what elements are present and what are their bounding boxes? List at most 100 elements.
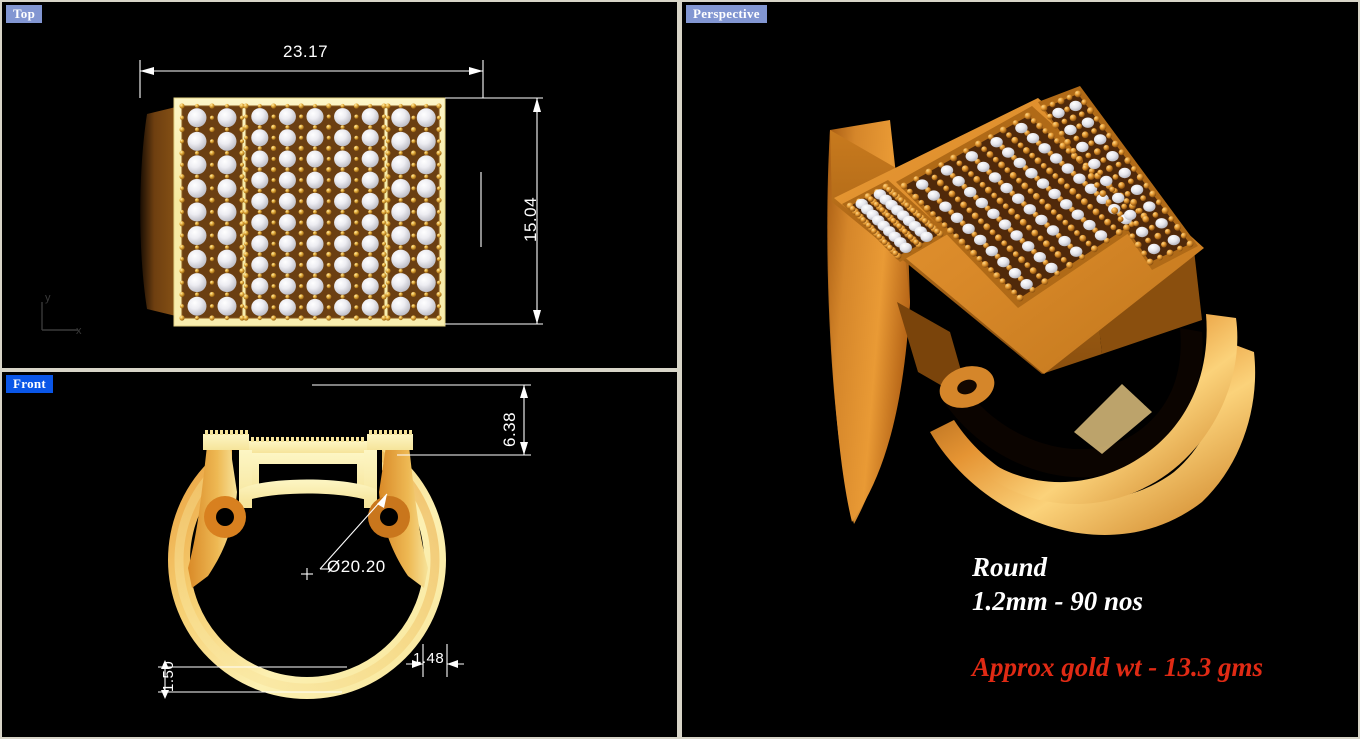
prong-bead [179,103,185,109]
prong-bead [326,284,331,289]
prong-bead [326,294,332,300]
prong-bead [1109,186,1116,193]
pave-stone [251,256,269,274]
pave-stone [361,150,379,168]
prong-bead [381,156,387,162]
prong-bead [1067,243,1074,250]
prong-tip [205,430,208,435]
prong-bead [239,197,245,203]
pave-stone [1118,167,1131,179]
prong-bead [257,103,262,109]
prong-bead [381,241,387,246]
prong-bead [1177,245,1183,252]
pave-stone [952,176,965,187]
viewport-label-top[interactable]: Top [6,5,43,23]
pave-stone [1135,226,1149,238]
pave-stone [334,192,352,210]
prong-bead [849,205,856,212]
pave-stone [1048,188,1061,200]
prong-bead [271,124,277,130]
prong-bead [999,278,1006,285]
prong-bead [1037,235,1044,242]
prong-bead [285,294,290,299]
prong-bead [961,183,968,190]
prong-bead [925,168,933,176]
prong-bead [971,231,978,238]
prong-bead [996,216,1003,223]
viewport-label-perspective[interactable]: Perspective [686,5,767,23]
prong-bead [239,174,245,180]
prong-bead [1052,173,1059,179]
prong-bead [209,233,215,238]
prong-tip [384,430,387,435]
prong-bead [867,196,874,203]
pave-stone [217,296,237,316]
prong-bead [285,125,290,130]
prong-bead [209,162,215,167]
prong-bead [1154,232,1162,240]
prong-bead [436,150,442,156]
prong-bead [354,305,359,310]
prong-bead [224,198,230,203]
prong-bead [179,291,185,298]
prong-bead [1081,131,1089,139]
pave-stone [1100,175,1113,187]
prong-bead [209,197,215,203]
prong-bead [1076,123,1083,130]
pave-stone [306,108,324,126]
prong-bead [271,156,276,162]
prong-bead [224,245,230,250]
prong-bead [326,124,332,130]
prong-bead [385,103,391,109]
prong-bead [209,304,215,309]
prong-tip [220,430,223,435]
prong-bead [1031,229,1039,237]
prong-bead [298,230,304,236]
pave-stone [361,235,379,253]
prong-bead [1092,227,1099,234]
pave-stone [251,171,269,189]
prong-bead [1057,177,1065,185]
prong-bead [243,251,249,257]
prong-bead [1087,203,1094,210]
pave-stone [964,186,977,198]
prong-bead [257,231,262,236]
prong-bead [436,233,442,238]
prong-bead [983,242,989,249]
prong-bead [1006,245,1014,253]
pave-stone [334,256,352,274]
prong-bead [1034,175,1041,182]
prong-bead [411,209,416,215]
pave-stone [940,165,954,176]
prong-bead [963,148,969,154]
front-view-drawing [168,412,446,699]
pave-stone [1123,209,1137,221]
prong-bead [385,244,391,250]
viewport-top[interactable]: Top [2,2,677,368]
prong-bead [353,294,359,300]
pave-stone [1046,225,1060,236]
prong-bead [935,216,943,224]
prong-tip [296,437,299,442]
prong-bead [381,199,387,204]
viewport-label-front[interactable]: Front [6,375,54,393]
prong-bead [298,294,304,300]
prong-bead [299,114,304,119]
prong-bead [993,272,1001,279]
viewport-front[interactable]: Front [2,372,677,737]
prong-bead [996,197,1004,205]
pave-stone [334,108,352,126]
prong-bead [194,292,200,297]
prong-bead [1099,190,1107,197]
prong-bead [385,162,391,167]
prong-bead [239,257,245,262]
prong-bead [353,124,359,130]
prong-bead [298,315,304,321]
prong-bead [271,273,277,279]
prong-bead [949,172,956,179]
prong-bead [368,146,373,151]
viewport-perspective[interactable]: Perspective [682,2,1358,737]
prong-bead [385,126,391,133]
prong-bead [385,174,391,180]
